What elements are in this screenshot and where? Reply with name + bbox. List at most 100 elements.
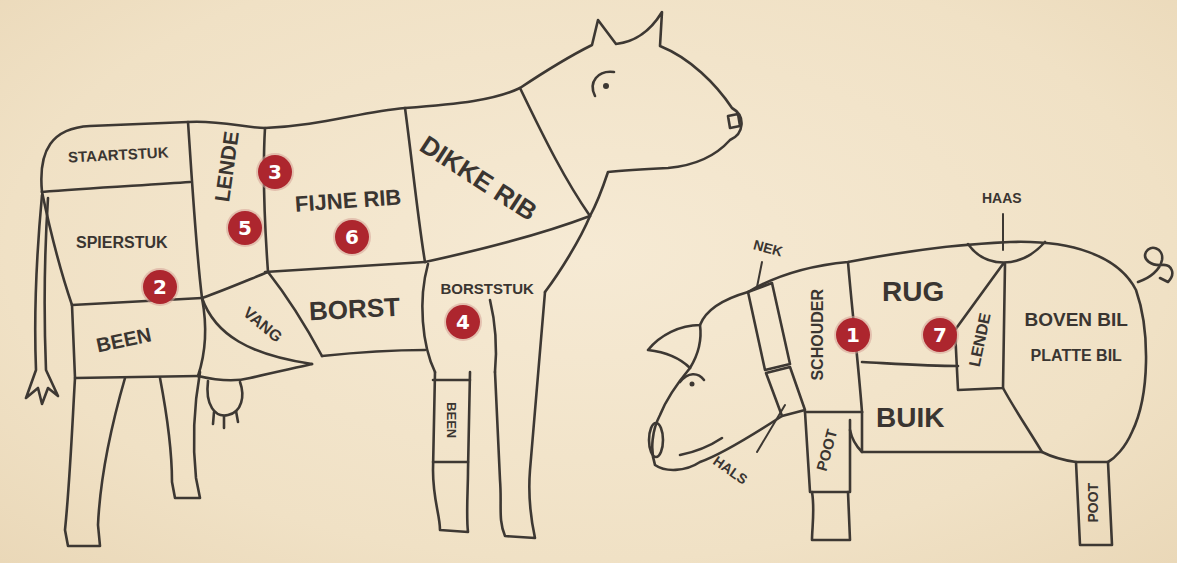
drawing-stroke	[593, 72, 614, 96]
drawing-stroke	[202, 272, 268, 298]
cut-name: BOVEN BIL	[1025, 310, 1128, 331]
pig-outline	[648, 242, 1172, 545]
cut-region: DIKKE RIB	[411, 127, 544, 228]
cut-name: BORST	[308, 292, 400, 325]
drawing-stroke	[41, 12, 741, 292]
drawing-stroke	[495, 292, 545, 538]
drawing-stroke	[405, 108, 425, 262]
drawing-stroke	[748, 283, 790, 370]
cut-region: SCHOUDER	[808, 286, 828, 384]
cut-region: BOVEN BIL PLATTE BIL	[1022, 309, 1131, 365]
callout-number: 1	[836, 318, 870, 352]
cut-region: STAARTSTUK	[64, 143, 171, 167]
drawing-stroke	[42, 192, 72, 305]
cow-cut-lines	[42, 88, 590, 462]
cut-name: DIKKE RIB	[414, 130, 541, 226]
drawing-stroke	[265, 262, 425, 272]
callout-number: 3	[258, 155, 292, 189]
cow-outline	[26, 12, 742, 546]
drawing-stroke	[422, 264, 435, 372]
drawing-stroke	[72, 305, 198, 378]
callout-number: 5	[228, 211, 262, 245]
cut-name: PLATTE BIL	[1025, 347, 1128, 365]
cut-name: SCHOUDER	[809, 289, 827, 381]
drawing-stroke	[1138, 248, 1172, 282]
cut-region: RUG	[879, 276, 947, 309]
cut-name: POOT	[1086, 482, 1101, 522]
cut-name: FIJNE RIB	[294, 185, 402, 217]
cut-region: SPIERSTUK	[73, 233, 171, 253]
cut-region: LENDE	[208, 126, 244, 206]
drawing-stroke	[160, 372, 200, 498]
cut-name: POOT	[813, 427, 840, 472]
cut-region: FIJNE RIB	[291, 184, 405, 218]
callout-number: 6	[335, 220, 369, 254]
drawing-stroke	[766, 367, 805, 416]
cut-name: BORSTSTUK	[441, 281, 534, 298]
part-label: NEK	[752, 237, 785, 260]
drawing-stroke	[805, 412, 850, 492]
cut-region: POOT	[812, 424, 842, 476]
drawing-stroke	[850, 430, 1076, 462]
drawing-stroke	[748, 242, 1146, 462]
leader-lines	[757, 214, 1003, 452]
drawing-stroke	[188, 122, 202, 298]
drawing-stroke	[968, 242, 1045, 263]
drawing-stroke	[757, 405, 785, 452]
cut-name: LENDE	[966, 311, 994, 368]
drawing-stroke	[955, 264, 1005, 390]
drawing-stroke	[65, 378, 125, 546]
cut-region: BEEN	[91, 322, 156, 358]
drawing-stroke	[26, 195, 58, 404]
cut-name: BUIK	[876, 403, 944, 434]
drawing-stroke	[264, 128, 268, 272]
drawing-stroke	[861, 412, 864, 452]
cut-region: LENDE	[964, 308, 996, 371]
drawing-stroke	[812, 492, 850, 540]
drawing-stroke	[862, 362, 958, 366]
drawing-stroke	[649, 423, 663, 457]
part-label: HAAS	[982, 191, 1022, 206]
cut-region: VANG	[236, 301, 288, 349]
drawing-stroke	[433, 380, 470, 462]
cut-name: BEEN	[94, 323, 153, 356]
drawing-stroke	[680, 438, 722, 455]
drawing-stroke	[690, 382, 695, 387]
cut-name: LENDE	[210, 129, 243, 203]
cut-region: POOT	[1085, 479, 1102, 525]
drawing-stroke	[72, 298, 202, 305]
drawing-stroke	[433, 372, 470, 532]
drawing-stroke	[42, 182, 190, 192]
cut-name: VANG	[239, 304, 285, 346]
drawing-stroke	[490, 300, 496, 372]
drawing-stroke	[1002, 214, 1004, 250]
callout-number: 2	[143, 270, 177, 304]
drawing-stroke	[322, 350, 425, 356]
cut-name: SPIERSTUK	[76, 234, 168, 252]
part-label: HALS	[710, 453, 750, 487]
callout-number: 4	[446, 305, 480, 339]
callout-number: 7	[923, 318, 957, 352]
drawing-stroke	[757, 262, 762, 287]
cut-name: STAARTSTUK	[67, 144, 168, 166]
drawing-stroke	[425, 216, 590, 262]
drawing-stroke	[213, 411, 238, 428]
pig-cut-lines	[748, 242, 1045, 452]
drawing-stroke	[202, 298, 312, 364]
cut-name: BEEN	[444, 402, 458, 438]
drawing-stroke	[805, 411, 862, 414]
cut-region: BORSTSTUK	[438, 280, 537, 299]
cut-region: BEEN	[443, 399, 459, 441]
drawing-stroke	[603, 83, 609, 89]
drawing-stroke	[680, 374, 704, 382]
drawing-stroke	[728, 114, 740, 128]
cut-region: BORST	[305, 291, 403, 327]
drawing-stroke	[198, 364, 312, 380]
drawing-stroke	[690, 325, 701, 368]
cut-name: RUG	[882, 277, 944, 308]
drawing-stroke	[198, 298, 205, 376]
cut-region: BUIK	[873, 402, 947, 435]
drawing-stroke	[1076, 462, 1112, 545]
